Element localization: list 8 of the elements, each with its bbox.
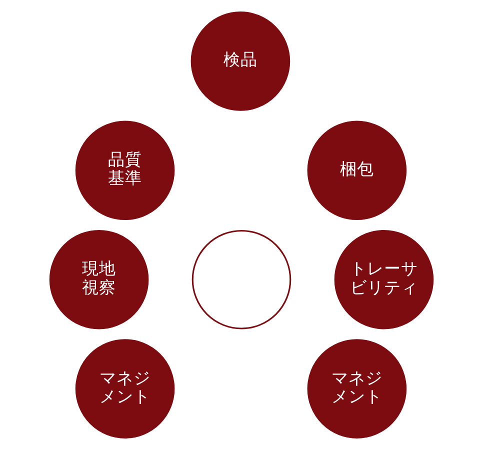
node-circle: マネジメント xyxy=(306,339,406,438)
node-circle xyxy=(191,230,291,330)
node-circle: 梱包 xyxy=(306,120,406,220)
node-circle: 現地視察 xyxy=(48,230,148,330)
node-circle: マネジメント xyxy=(74,339,174,438)
node-circle: トレーサビリティ xyxy=(334,230,434,330)
node-circle: 品質基準 xyxy=(74,120,174,220)
node-circle: 検品 xyxy=(190,12,290,111)
